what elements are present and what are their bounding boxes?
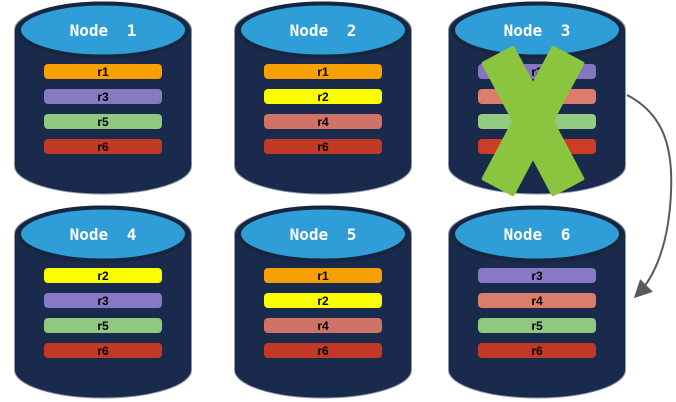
failure-x-icon	[481, 45, 585, 197]
replica-label: r6	[97, 344, 109, 358]
replica-label: r1	[317, 65, 329, 79]
cylinder-top	[237, 205, 409, 263]
replica-bar	[264, 114, 382, 129]
replica-label: r3	[97, 294, 109, 308]
replica-label: r4	[317, 115, 329, 129]
replica-label: r4	[317, 319, 329, 333]
replica-bar	[44, 114, 162, 129]
replica-label: r3	[97, 90, 109, 104]
node-title: Node 1	[70, 21, 137, 40]
replica-bar	[264, 89, 382, 104]
replica-bar	[478, 318, 596, 333]
replica-bar	[264, 268, 382, 283]
replica-label: r2	[317, 294, 329, 308]
replica-bar	[44, 318, 162, 333]
replica-label: r1	[97, 65, 109, 79]
cylinder-top	[17, 205, 189, 263]
replica-label: r6	[531, 344, 543, 358]
replica-bar	[478, 343, 596, 358]
replica-bar	[44, 64, 162, 79]
replica-label: r1	[317, 269, 329, 283]
replica-label: r5	[97, 115, 109, 129]
database-cylinder-icon: Node 5 r1 r2 r4 r6	[234, 205, 412, 399]
node-6-cylinder: Node 6 r3 r4 r5 r6	[447, 204, 627, 402]
replica-label: r4	[531, 294, 543, 308]
replica-bar	[264, 318, 382, 333]
replica-bar	[44, 268, 162, 283]
node-title: Node 2	[290, 21, 357, 40]
replica-bar	[44, 343, 162, 358]
replica-bar	[44, 139, 162, 154]
replica-label: r2	[317, 90, 329, 104]
replica-label: r5	[97, 319, 109, 333]
replica-bar	[44, 89, 162, 104]
replica-label: r6	[97, 140, 109, 154]
replica-bar	[264, 64, 382, 79]
replica-label: r3	[531, 65, 543, 79]
cylinder-top	[451, 1, 623, 59]
node-4-cylinder: Node 4 r2 r3 r5 r6	[13, 204, 193, 402]
node-1-cylinder: Node 1 r1 r3 r5 r6	[13, 0, 193, 200]
node-title: Node 5	[290, 225, 357, 244]
node-3-cylinder: Node 3 r3	[447, 0, 627, 200]
node-title: Node 6	[504, 225, 571, 244]
database-cylinder-icon: Node 4 r2 r3 r5 r6	[14, 205, 192, 399]
replica-bar	[264, 293, 382, 308]
replica-bar	[44, 293, 162, 308]
replica-bar	[478, 268, 596, 283]
replica-label: r3	[531, 269, 543, 283]
cylinder-top	[451, 205, 623, 263]
node-title: Node 4	[70, 225, 137, 244]
replica-label: r6	[317, 344, 329, 358]
node-title: Node 3	[504, 21, 571, 40]
replica-bar	[478, 293, 596, 308]
replica-label: r6	[317, 140, 329, 154]
replica-bar	[264, 139, 382, 154]
database-cylinder-icon: Node 1 r1 r3 r5 r6	[14, 1, 192, 195]
database-cylinder-icon: Node 2 r1 r2 r4 r6	[234, 1, 412, 195]
replica-bar	[264, 343, 382, 358]
node-5-cylinder: Node 5 r1 r2 r4 r6	[233, 204, 413, 402]
replica-label: r5	[531, 319, 543, 333]
cylinder-top	[17, 1, 189, 59]
replica-label: r2	[97, 269, 109, 283]
database-cylinder-icon: Node 6 r3 r4 r5 r6	[448, 205, 626, 399]
node-2-cylinder: Node 2 r1 r2 r4 r6	[233, 0, 413, 200]
database-cylinder-icon: Node 3 r3	[448, 1, 626, 197]
arrow-curve	[626, 94, 673, 299]
cylinder-top	[237, 1, 409, 59]
